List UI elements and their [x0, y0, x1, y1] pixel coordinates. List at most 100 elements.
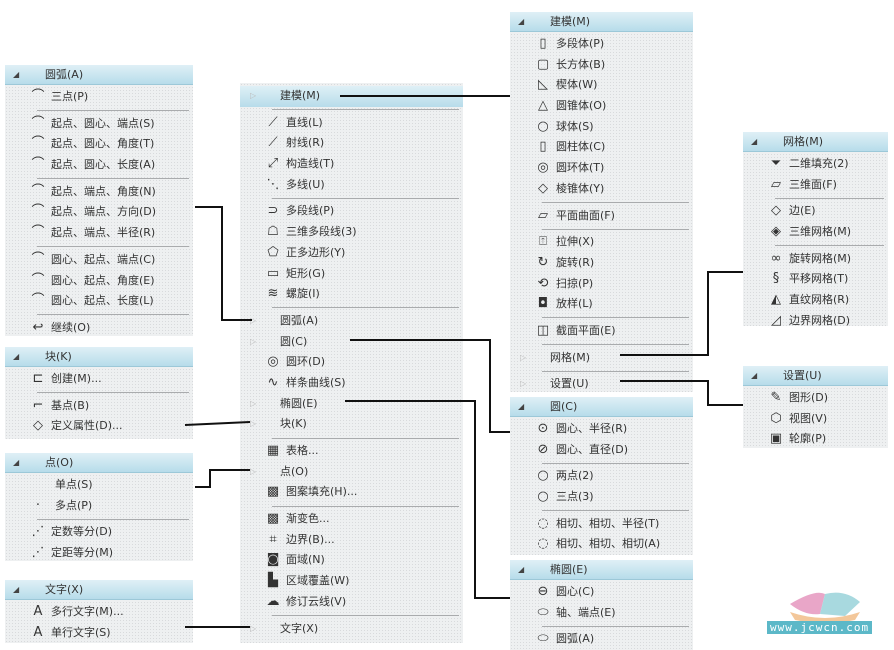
- menu-item[interactable]: ⌒起点、圆心、长度(A): [5, 155, 193, 176]
- menu-item[interactable]: ⌒起点、端点、角度(N): [5, 182, 193, 203]
- menu-separator: [272, 437, 459, 439]
- menu-item[interactable]: ⌒起点、圆心、角度(T): [5, 134, 193, 155]
- menu-item[interactable]: ◘放样(L): [510, 294, 693, 315]
- menu-item[interactable]: ⟲扫掠(P): [510, 274, 693, 295]
- menu-item-label: 定义属性(D)...: [51, 419, 123, 433]
- menu-item[interactable]: ◎圆环(D): [240, 352, 463, 373]
- menu-item[interactable]: ▷网格(M): [510, 348, 693, 369]
- settings-submenu-header[interactable]: ◢设置(U): [743, 366, 888, 386]
- menu-item[interactable]: ⌒圆心、起点、长度(L): [5, 291, 193, 312]
- menu-item[interactable]: ▣轮廓(P): [743, 429, 888, 450]
- circle-submenu-header[interactable]: ◢圆(C): [510, 397, 693, 417]
- menu-item[interactable]: ⬭圆弧(A): [510, 629, 693, 650]
- menu-item[interactable]: ◭直纹网格(R): [743, 290, 888, 311]
- menu-item[interactable]: ○两点(2): [510, 466, 693, 487]
- menu-item[interactable]: ▙区域覆盖(W): [240, 571, 463, 592]
- menu-item[interactable]: ▷块(K): [240, 414, 463, 435]
- arc-icon: ⌒: [31, 183, 45, 199]
- menu-item[interactable]: ○三点(3): [510, 487, 693, 508]
- mesh-submenu-header[interactable]: ◢网格(M): [743, 132, 888, 152]
- text-submenu-header[interactable]: ◢文字(X): [5, 580, 193, 600]
- menu-item[interactable]: ◈三维网格(M): [743, 222, 888, 243]
- menu-item[interactable]: §平移网格(T): [743, 269, 888, 290]
- menu-item[interactable]: ▯圆柱体(C): [510, 137, 693, 158]
- menu-item[interactable]: ◌相切、相切、半径(T): [510, 514, 693, 535]
- menu-item[interactable]: ☁修订云线(V): [240, 592, 463, 613]
- menu-item[interactable]: ⍐拉伸(X): [510, 232, 693, 253]
- menu-item[interactable]: ○球体(S): [510, 117, 693, 138]
- menu-item-label: 棱锥体(Y): [556, 181, 605, 195]
- menu-item[interactable]: ⌒圆心、起点、角度(E): [5, 271, 193, 292]
- menu-item[interactable]: ⟋直线(L): [240, 113, 463, 134]
- menu-item[interactable]: ◙面域(N): [240, 550, 463, 571]
- menu-item[interactable]: ⋰定数等分(D): [5, 522, 193, 543]
- menu-item[interactable]: ⋱多线(U): [240, 175, 463, 196]
- menu-item[interactable]: ∞旋转网格(M): [743, 249, 888, 270]
- menu-item[interactable]: ▱平面曲面(F): [510, 206, 693, 227]
- menu-item[interactable]: ⌒起点、圆心、端点(S): [5, 114, 193, 135]
- menu-item[interactable]: ↩继续(O): [5, 318, 193, 339]
- menu-item[interactable]: ▷椭圆(E): [240, 394, 463, 415]
- menu-item[interactable]: ⊃多段线(P): [240, 201, 463, 222]
- block-submenu-header[interactable]: ◢块(K): [5, 347, 193, 367]
- menu-item[interactable]: ⟋射线(R): [240, 133, 463, 154]
- menu-item[interactable]: ▷点(O): [240, 462, 463, 483]
- menu-item[interactable]: ⊘圆心、直径(D): [510, 440, 693, 461]
- menu-item[interactable]: ⬠正多边形(Y): [240, 243, 463, 264]
- menu-item[interactable]: ☖三维多段线(3): [240, 222, 463, 243]
- edge-icon: ◇: [771, 203, 781, 219]
- menu-item[interactable]: ⊙圆心、半径(R): [510, 419, 693, 440]
- menu-item[interactable]: ▩渐变色...: [240, 509, 463, 530]
- menu-item[interactable]: ▯多段体(P): [510, 34, 693, 55]
- menu-item[interactable]: ⌒起点、端点、方向(D): [5, 202, 193, 223]
- menu-item-label: 截面平面(E): [556, 323, 616, 337]
- menu-item[interactable]: ▷建模(M): [240, 86, 463, 107]
- text-icon: A: [33, 624, 43, 640]
- menu-item[interactable]: ◿边界网格(D): [743, 311, 888, 332]
- menu-item[interactable]: ⬭轴、端点(E): [510, 603, 693, 624]
- menu-item[interactable]: ↻旋转(R): [510, 253, 693, 274]
- menu-item[interactable]: ◺楔体(W): [510, 75, 693, 96]
- modeling-submenu-header[interactable]: ◢建模(M): [510, 12, 693, 32]
- arc-submenu-header[interactable]: ◢圆弧(A): [5, 65, 193, 85]
- menu-item[interactable]: ✎图形(D): [743, 388, 888, 409]
- menu-item[interactable]: ⊖圆心(C): [510, 582, 693, 603]
- menu-item[interactable]: ▦表格...: [240, 441, 463, 462]
- wedge-icon: ◺: [538, 77, 548, 93]
- menu-item[interactable]: ∿样条曲线(S): [240, 373, 463, 394]
- menu-item[interactable]: 单点(S): [5, 475, 193, 496]
- ellipse-center-icon: ⊖: [537, 584, 549, 599]
- menu-item[interactable]: ◇定义属性(D)...: [5, 416, 193, 437]
- point-submenu-header[interactable]: ◢点(O): [5, 453, 193, 473]
- menu-item[interactable]: ⌐基点(B): [5, 396, 193, 417]
- menu-item[interactable]: ▷圆(C): [240, 332, 463, 353]
- menu-item[interactable]: ⋰定距等分(M): [5, 543, 193, 564]
- menu-item[interactable]: ⌒三点(P): [5, 87, 193, 108]
- menu-item[interactable]: ·多点(P): [5, 496, 193, 517]
- menu-item[interactable]: ⊏创建(M)...: [5, 369, 193, 390]
- menu-item[interactable]: ⤢构造线(T): [240, 154, 463, 175]
- menu-item[interactable]: ≋螺旋(I): [240, 284, 463, 305]
- menu-item[interactable]: ▷文字(X): [240, 619, 463, 640]
- ellipse-submenu-header[interactable]: ◢椭圆(E): [510, 560, 693, 580]
- menu-item[interactable]: ⌒圆心、起点、端点(C): [5, 250, 193, 271]
- menu-item[interactable]: ▭矩形(G): [240, 264, 463, 285]
- menu-item[interactable]: ▱三维面(F): [743, 175, 888, 196]
- menu-item[interactable]: ◇棱锥体(Y): [510, 179, 693, 200]
- menu-item[interactable]: ◌相切、相切、相切(A): [510, 534, 693, 555]
- menu-item[interactable]: ⏷二维填充(2): [743, 154, 888, 175]
- menu-item[interactable]: ⬡视图(V): [743, 409, 888, 430]
- point-items: 单点(S)·多点(P) ⋰定数等分(D)⋰定距等分(M): [5, 473, 193, 564]
- menu-item[interactable]: ▷圆弧(A): [240, 311, 463, 332]
- menu-item[interactable]: ◇边(E): [743, 201, 888, 222]
- menu-item[interactable]: △圆锥体(O): [510, 96, 693, 117]
- menu-item[interactable]: ◎圆环体(T): [510, 158, 693, 179]
- menu-item[interactable]: ▢长方体(B): [510, 55, 693, 76]
- menu-item[interactable]: ◫截面平面(E): [510, 321, 693, 342]
- menu-item[interactable]: ⌗边界(B)...: [240, 530, 463, 551]
- menu-item[interactable]: ▩图案填充(H)...: [240, 482, 463, 503]
- menu-item[interactable]: ⌒起点、端点、半径(R): [5, 223, 193, 244]
- menu-item[interactable]: ▷设置(U): [510, 374, 693, 395]
